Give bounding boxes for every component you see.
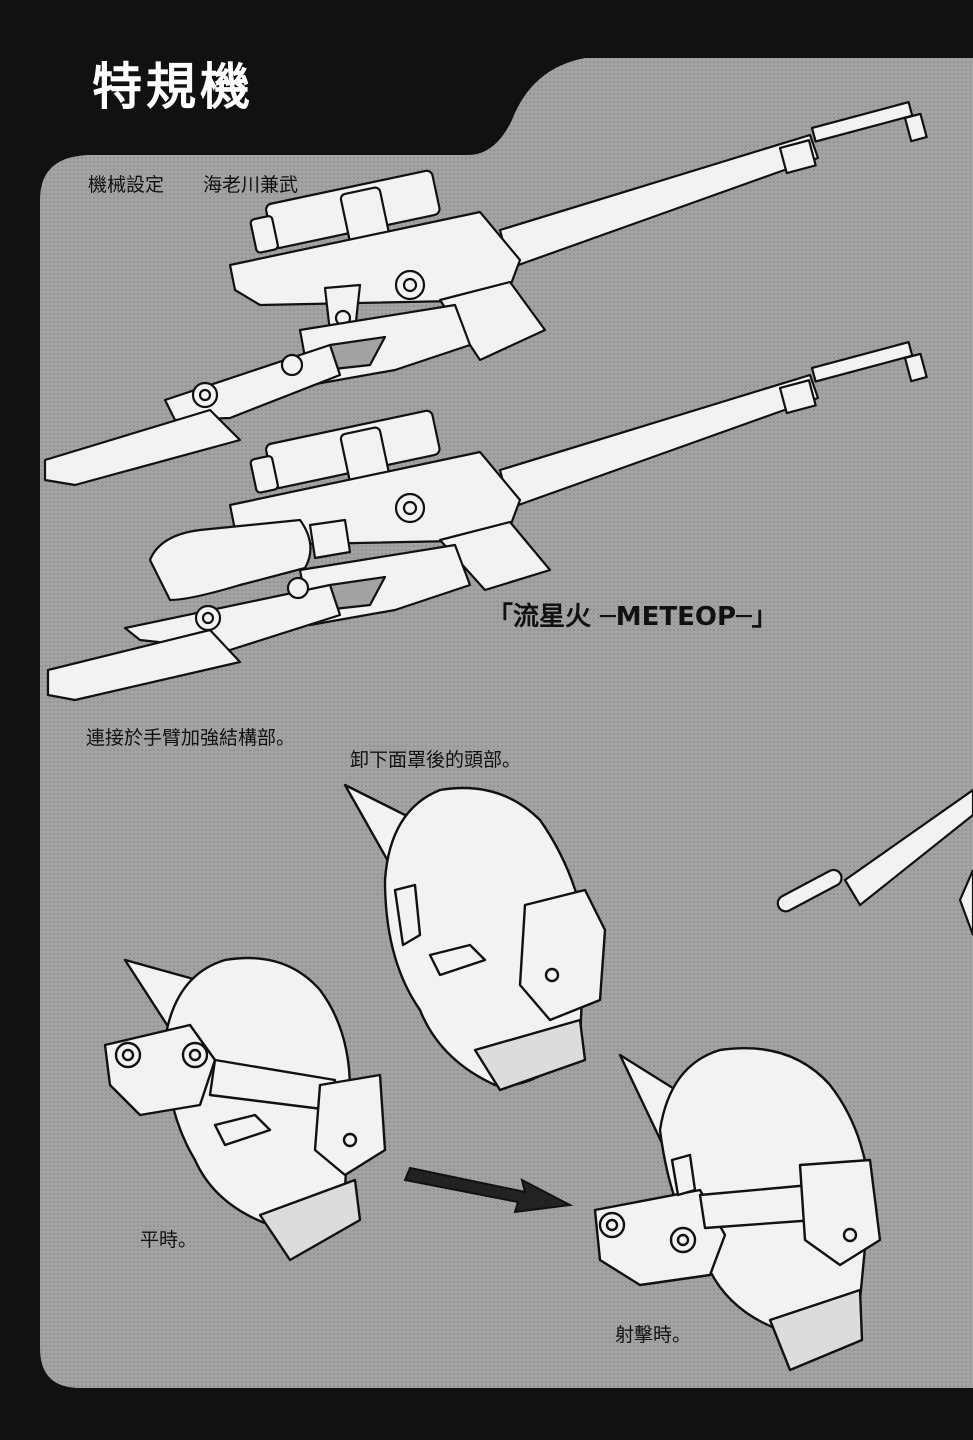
page-title: 特規機 — [92, 58, 254, 116]
rifle-drawing-top — [43, 101, 928, 487]
caption-arm-connection: 連接於手臂加強結構部。 — [86, 727, 296, 749]
credit-designer: 海老川兼武 — [203, 174, 299, 196]
caption-normal: 平時。 — [140, 1229, 198, 1251]
head-shooting-drawing — [593, 1046, 882, 1372]
head-unmasked-drawing — [343, 783, 607, 1092]
rifle-barrel-fragment — [776, 788, 973, 936]
caption-head-unmasked: 卸下面罩後的頭部。 — [350, 749, 522, 771]
caption-shooting: 射擊時。 — [615, 1324, 692, 1346]
weapon-name: 「流星火 ─METEOP─」 — [487, 602, 778, 632]
head-normal-drawing — [103, 956, 387, 1262]
transition-arrow — [403, 1166, 574, 1214]
credit-label: 機械設定 — [88, 174, 165, 196]
rifle-drawing-bottom — [46, 341, 928, 702]
